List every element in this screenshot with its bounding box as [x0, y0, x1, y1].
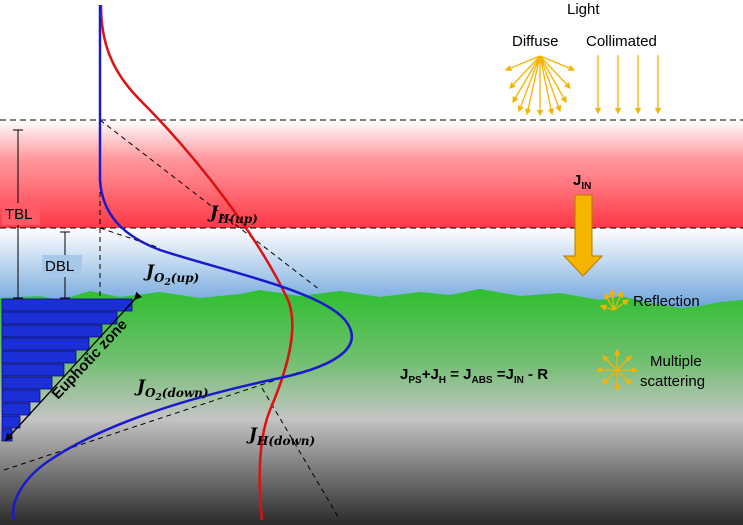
dbl-label: DBL [45, 258, 74, 275]
bar [1, 311, 118, 325]
bar [1, 350, 77, 364]
collimated-light-icon [594, 55, 662, 115]
sediment [0, 289, 743, 525]
tbl-label: TBL [5, 206, 33, 223]
bar [1, 363, 65, 377]
bar [1, 415, 21, 429]
bar [1, 389, 41, 403]
jin-arrow [562, 194, 604, 277]
o2-up-label: JO2(up) [143, 262, 199, 288]
dbl-label-bg [42, 255, 82, 277]
o2-down-label: JO2(down) [134, 377, 209, 403]
o2-down-tangent [3, 371, 301, 471]
bar [1, 402, 31, 416]
energy-balance-equation: JPS+JH = JABS =JIN - R [400, 366, 548, 386]
bar [1, 337, 90, 351]
h-up-label: JH(up) [207, 203, 258, 226]
h-down-tangent [261, 387, 341, 521]
h-flux-curve [99, 4, 294, 521]
multiple-label: Multiple [650, 353, 702, 370]
o2-flux-curve [11, 5, 353, 521]
euphotic-arrow [4, 291, 143, 442]
h-up-tangent [99, 119, 321, 291]
scattering-icon [595, 348, 639, 392]
reflection-icon [599, 288, 630, 311]
jin-label: JIN [573, 172, 591, 192]
tbl-layer [0, 120, 743, 228]
diffuse-label: Diffuse [512, 33, 558, 50]
bar [1, 298, 133, 312]
o2-up-tangent [99, 227, 161, 249]
bar [1, 376, 53, 390]
h-down-label: JH(down) [246, 425, 315, 448]
diffuse-light-icon [504, 55, 576, 117]
scattering-label: scattering [640, 373, 705, 390]
tbl-label-bg [2, 203, 40, 225]
collimated-label: Collimated [586, 33, 657, 50]
reflection-label: Reflection [633, 293, 700, 310]
light-label: Light [567, 1, 600, 18]
bar [1, 324, 103, 338]
